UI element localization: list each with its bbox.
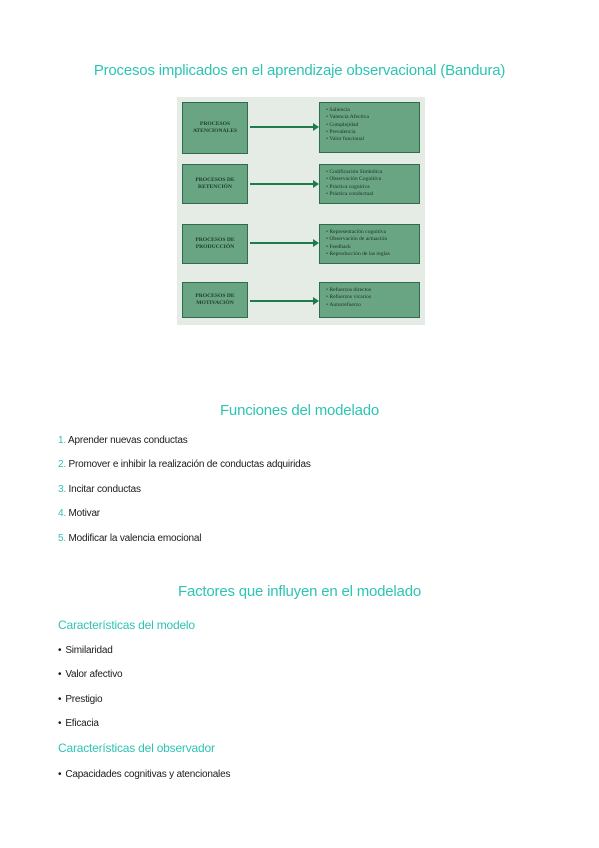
- process-box-retencion: Procesos de retención: [182, 164, 248, 204]
- list-item: Representación cognitiva: [326, 229, 415, 236]
- title-factores: Factores que influyen en el modelado: [178, 583, 421, 600]
- modelo-list: •Similaridad •Valor afectivo •Prestigio …: [58, 645, 123, 743]
- funciones-list: 1. Aprender nuevas conductas 2. Promover…: [58, 435, 311, 557]
- item-number: 2.: [58, 459, 66, 471]
- list-item: Prevalencia: [326, 129, 415, 136]
- items-box-motivacion: Refuerzos directos Refuerzos vicarios Au…: [319, 282, 420, 318]
- arrow-icon: [250, 123, 319, 131]
- item-text: Eficacia: [65, 718, 99, 730]
- list-item: Observación Cognitiva: [326, 176, 415, 183]
- list-item: •Prestigio: [58, 694, 122, 718]
- process-box-atencionales: Procesos atencionales: [182, 102, 248, 154]
- process-box-produccion: Procesos de producción: [182, 224, 248, 264]
- item-text: Similaridad: [65, 645, 113, 656]
- bullet-icon: •: [58, 769, 62, 780]
- list-item: 2. Promover e inhibir la realización de …: [58, 459, 311, 483]
- arrow-icon: [250, 239, 319, 247]
- list-item: Codificación Simbólica: [326, 169, 415, 176]
- list-item: Práctica conductual: [326, 191, 415, 198]
- list-item: Reproducción de las reglas: [326, 251, 415, 258]
- list-item: •Capacidades cognitivas y atencionales: [58, 769, 230, 793]
- arrow-icon: [250, 180, 319, 188]
- item-number: 4.: [58, 508, 66, 520]
- list-item: 3. Incitar conductas: [58, 484, 311, 508]
- list-item: Observación de actuación: [326, 236, 415, 243]
- process-box-motivacion: Procesos de motivación: [182, 282, 248, 318]
- bullet-icon: •: [58, 693, 62, 705]
- list-item: •Valor afectivo: [58, 669, 123, 693]
- list-item: Refuerzos vicarios: [326, 294, 415, 301]
- item-text: Prestigio: [65, 693, 103, 705]
- bullet-icon: •: [58, 645, 62, 656]
- items-box-produccion: Representación cognitiva Observación de …: [319, 224, 420, 264]
- item-text: Aprender nuevas conductas: [67, 435, 188, 446]
- bandura-diagram: Procesos atencionales Saliencia Valencia…: [177, 97, 425, 325]
- title-funciones: Funciones del modelado: [219, 402, 380, 419]
- list-item: Valor funcional: [326, 136, 415, 143]
- item-text: Promover e inhibir la realización de con…: [68, 459, 311, 471]
- item-text: Valor afectivo: [65, 669, 123, 681]
- list-item: 5. Modificar la valencia emocional: [58, 533, 311, 557]
- list-item: •Similaridad: [58, 645, 122, 669]
- list-item: Práctica cognitiva: [326, 184, 415, 191]
- item-text: Modificar la valencia emocional: [68, 532, 202, 544]
- list-item: •Eficacia: [58, 718, 122, 742]
- bullet-icon: •: [58, 669, 62, 681]
- subtitle-observador: Características del observador: [58, 741, 215, 755]
- item-number: 3.: [58, 483, 66, 495]
- list-item: 1. Aprender nuevas conductas: [58, 435, 311, 459]
- list-item: Autorrefuerzo: [326, 302, 415, 309]
- item-text: Capacidades cognitivas y atencionales: [65, 769, 231, 780]
- items-box-atencionales: Saliencia Valencia Afectiva Complejidad …: [319, 102, 420, 153]
- item-number: 5.: [58, 532, 66, 544]
- subtitle-modelo: Características del modelo: [58, 618, 195, 632]
- item-text: Motivar: [68, 508, 101, 520]
- list-item: Refuerzos directos: [326, 287, 415, 294]
- items-box-retencion: Codificación Simbólica Observación Cogni…: [319, 164, 420, 204]
- item-text: Incitar conductas: [68, 483, 141, 495]
- bullet-icon: •: [58, 718, 62, 730]
- item-number: 1.: [58, 435, 66, 446]
- title-procesos: Procesos implicados en el aprendizaje ob…: [93, 62, 506, 79]
- observador-list: •Capacidades cognitivas y atencionales: [58, 769, 230, 793]
- list-item: Saliencia: [326, 107, 415, 114]
- list-item: 4. Motivar: [58, 508, 311, 532]
- list-item: Complejidad: [326, 122, 415, 129]
- list-item: Valencia Afectiva: [326, 114, 415, 121]
- arrow-icon: [250, 297, 319, 305]
- list-item: Feedback: [326, 244, 415, 251]
